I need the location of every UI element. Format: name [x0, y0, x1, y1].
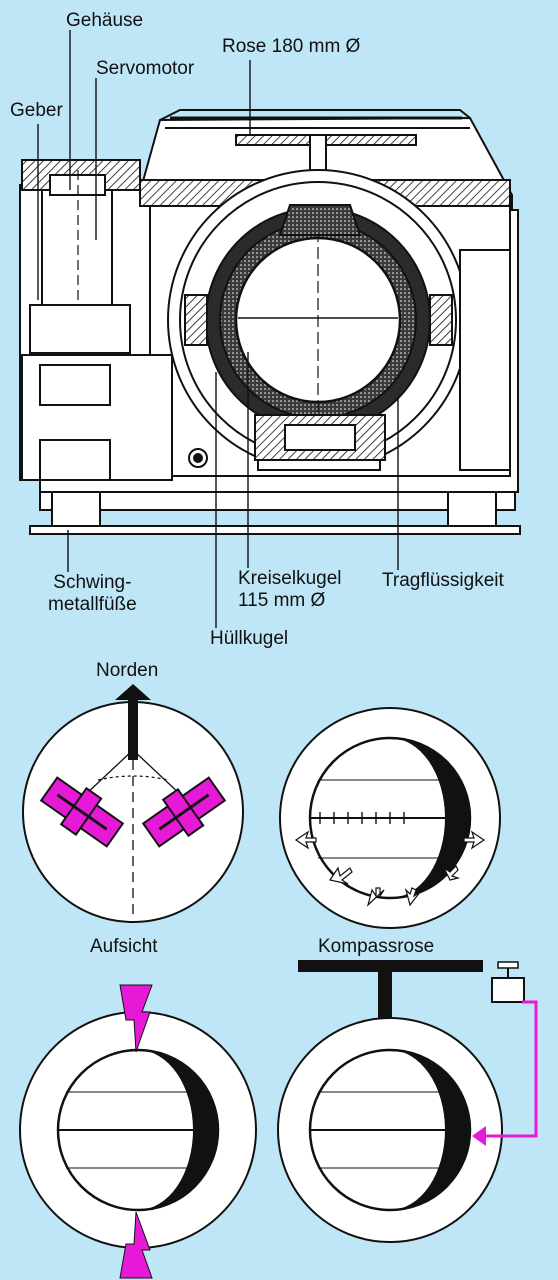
label-gyrosphere-line2: 115 mm Ø [238, 590, 326, 611]
damping-foot-left [51, 491, 101, 531]
label-servomotor: Servomotor [96, 58, 195, 79]
label-plan-view: Aufsicht [90, 936, 158, 957]
label-rose: Rose 180 mm Ø [222, 36, 361, 57]
label-sensor: Geber [10, 100, 63, 121]
label-gyrosphere-line1: Kreiselkugel [238, 568, 342, 589]
label-outer-sphere: Hüllkugel [210, 628, 289, 649]
label-support-fluid: Tragflüssigkeit [382, 570, 504, 591]
servomotor-block [41, 189, 113, 306]
leader-lines [37, 30, 399, 628]
label-gyrosphere: Kreiselkugel 115 mm Ø [238, 568, 342, 612]
scale-ticks [319, 812, 405, 824]
floating-sphere-view [279, 707, 501, 929]
compass-rose-drive [277, 960, 538, 1243]
label-damping-feet-line2: metallfüße [48, 594, 137, 615]
buoyancy-arrows [294, 830, 486, 907]
gyro-left [39, 776, 125, 848]
force-sphere-view [19, 984, 257, 1279]
label-damping-feet: Schwing- metallfüße [48, 572, 137, 616]
label-compass-rose: Kompassrose [318, 936, 435, 957]
damping-foot-right [447, 491, 497, 531]
label-north: Norden [96, 660, 159, 681]
label-damping-feet-line1: Schwing- [53, 572, 132, 593]
label-housing: Gehäuse [66, 10, 144, 31]
plan-view [22, 684, 244, 923]
compass-cross-section [19, 109, 521, 535]
gyro-right [141, 776, 227, 848]
